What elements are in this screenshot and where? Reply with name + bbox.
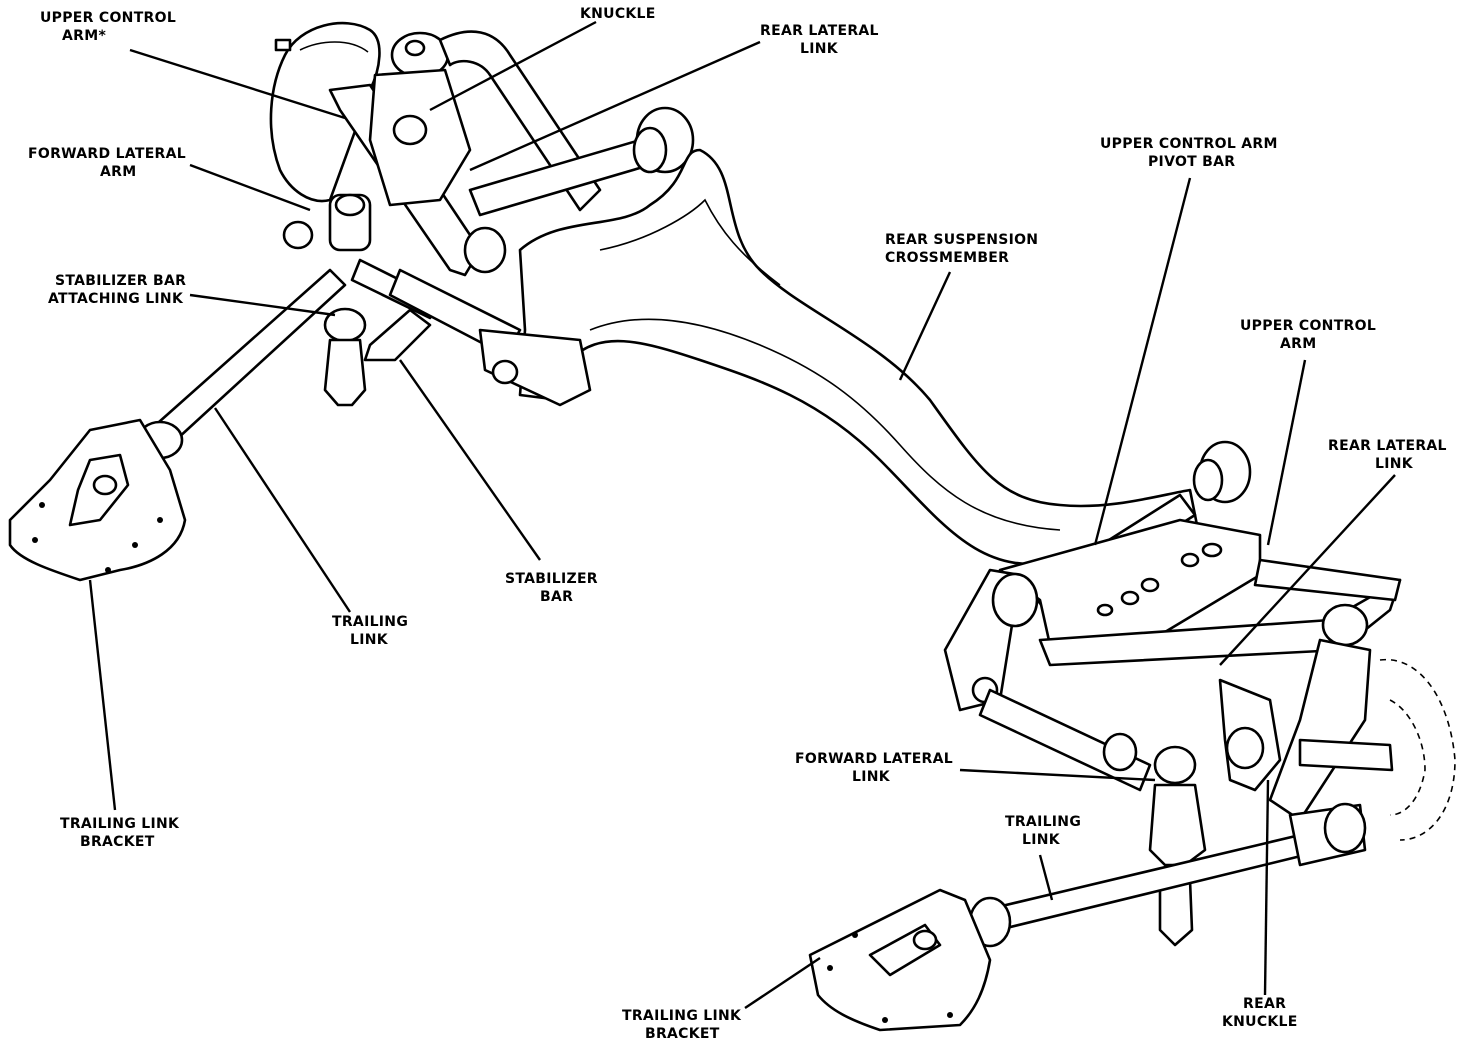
crossmember-body — [518, 148, 1202, 566]
leader-rear-lateral-link-top — [469, 40, 761, 172]
label-upper-control-arm-line1: UPPER CONTROL — [40, 10, 176, 26]
leader-crossmember — [898, 271, 952, 381]
knuckle-hole — [392, 114, 428, 146]
label-trailing-link-bracket-right-line2: BRACKET — [645, 1026, 720, 1042]
stabilizer-link-body — [323, 338, 367, 407]
bracket-left-hole-5 — [105, 567, 111, 573]
label-crossmember-line2: CROSSMEMBER — [885, 250, 1009, 266]
right-suspension-assembly — [808, 440, 1456, 1032]
right-plate-hole-5 — [1096, 603, 1114, 617]
leader-rear-lateral-link-right — [1219, 474, 1396, 666]
right-plate-hole-1 — [1201, 542, 1223, 558]
bracket-left-hole-4 — [157, 517, 163, 523]
rear-lateral-link-right-end — [1225, 726, 1265, 770]
label-trailing-link-right-line2: LINK — [1022, 832, 1061, 848]
right-plate-hole-3 — [1140, 577, 1160, 593]
left-side-bolt — [282, 220, 314, 250]
label-stabilizer-bar-line1: STABILIZER — [505, 571, 598, 587]
crossmember-inner-line — [589, 318, 1061, 531]
bracket-left-hole-1 — [39, 502, 45, 508]
bracket-left-hole-2 — [32, 537, 38, 543]
label-rear-lateral-link-right-line1: REAR LATERAL — [1328, 438, 1447, 454]
rear-knuckle — [1268, 638, 1372, 822]
leader-trailing-link-bracket-right — [744, 957, 821, 1009]
label-forward-lateral-arm-line1: FORWARD LATERAL — [28, 146, 186, 162]
label-rear-lateral-link-right-line2: LINK — [1375, 456, 1414, 472]
label-rear-lateral-link-top-line1: REAR LATERAL — [760, 23, 879, 39]
forward-lateral-nut — [334, 193, 366, 217]
label-trailing-link-left-line2: LINK — [350, 632, 389, 648]
strut-dome-rim — [299, 41, 369, 53]
right-stabilizer-link-body — [1148, 783, 1207, 867]
crossmember-right-end — [998, 518, 1262, 647]
label-rear-knuckle-line2: KNUCKLE — [1222, 1014, 1298, 1030]
label-forward-lateral-link-line1: FORWARD LATERAL — [795, 751, 953, 767]
leader-upper-control-arm-right — [1266, 359, 1307, 546]
trailing-link-right — [983, 833, 1307, 934]
leader-lines — [88, 20, 1396, 1009]
leader-forward-lateral-link — [959, 768, 1156, 782]
bracket-right-bolt — [912, 929, 938, 951]
label-crossmember-line1: REAR SUSPENSION — [885, 232, 1038, 248]
right-axle-stub — [1298, 738, 1394, 772]
bracket-right-hole-2 — [852, 932, 858, 938]
trailing-link-right-bushing-rear-face — [1323, 802, 1367, 854]
forward-lateral-link-right-end — [1102, 732, 1138, 772]
label-rear-lateral-link-top-line2: LINK — [800, 41, 839, 57]
label-upper-control-arm-line2: ARM* — [62, 28, 106, 44]
bracket-right-hole-4 — [882, 1017, 888, 1023]
right-stabilizer-link-top — [1153, 745, 1197, 785]
label-ucapb-line1: UPPER CONTROL ARM — [1100, 136, 1278, 152]
label-trailing-link-bracket-left-line1: TRAILING LINK — [60, 816, 180, 832]
label-stabilizer-link-line1: STABILIZER BAR — [55, 273, 186, 289]
label-knuckle: KNUCKLE — [580, 6, 656, 22]
strut-stud — [274, 38, 292, 52]
brake-rotor-inner — [1389, 699, 1426, 816]
label-trailing-link-bracket-left-line2: BRACKET — [80, 834, 155, 850]
leader-trailing-link-right — [1038, 854, 1054, 901]
leader-ucapb — [1093, 177, 1192, 546]
label-trailing-link-bracket-right-line1: TRAILING LINK — [622, 1008, 742, 1024]
label-rear-knuckle-line1: REAR — [1243, 996, 1286, 1012]
leader-trailing-link-bracket-left — [88, 579, 117, 811]
right-hub-inner — [1192, 458, 1224, 502]
crossmember-left-mount — [478, 328, 592, 407]
label-stabilizer-link-line2: ATTACHING LINK — [48, 291, 184, 307]
label-ucapb-line2: PIVOT BAR — [1148, 154, 1235, 170]
label-upper-control-arm-right-line1: UPPER CONTROL — [1240, 318, 1376, 334]
label-trailing-link-right-line1: TRAILING — [1005, 814, 1081, 830]
left-suspension-assembly — [8, 21, 1202, 582]
bracket-left-bolt — [92, 474, 118, 496]
leader-stabilizer-link — [189, 293, 336, 317]
leader-stabilizer-bar — [399, 359, 541, 561]
label-upper-control-arm-right-line2: ARM — [1280, 336, 1316, 352]
callout-labels: UPPER CONTROL ARM* KNUCKLE REAR LATERAL … — [28, 6, 1447, 1042]
right-plate-hole-2 — [1180, 552, 1200, 568]
leader-upper-control-arm — [129, 48, 346, 120]
crossmember-right-bushing — [991, 572, 1039, 628]
label-trailing-link-left-line1: TRAILING — [332, 614, 408, 630]
stabilizer-bar-bend — [363, 308, 432, 362]
leader-knuckle — [429, 20, 597, 112]
label-forward-lateral-arm-line2: ARM — [100, 164, 136, 180]
leader-trailing-link-left — [213, 407, 352, 613]
crossmember-inner-line-2 — [599, 198, 781, 286]
stabilizer-end-bolt — [463, 226, 507, 274]
label-forward-lateral-link-line2: LINK — [852, 769, 891, 785]
knuckle-top-bolt — [404, 39, 426, 57]
upper-control-arm-right-rear — [1253, 558, 1402, 602]
bracket-right-hole-3 — [947, 1012, 953, 1018]
label-stabilizer-bar-line2: BAR — [540, 589, 573, 605]
bracket-left-hole-3 — [132, 542, 138, 548]
left-hub-inner — [632, 126, 668, 174]
crossmember-mount-bolt — [491, 359, 519, 385]
leader-rear-knuckle — [1263, 779, 1270, 996]
right-plate-hole-4 — [1120, 590, 1140, 606]
leader-forward-lateral-arm — [189, 163, 311, 212]
bracket-right-hole-1 — [827, 965, 833, 971]
right-knuckle-top — [1321, 603, 1369, 647]
